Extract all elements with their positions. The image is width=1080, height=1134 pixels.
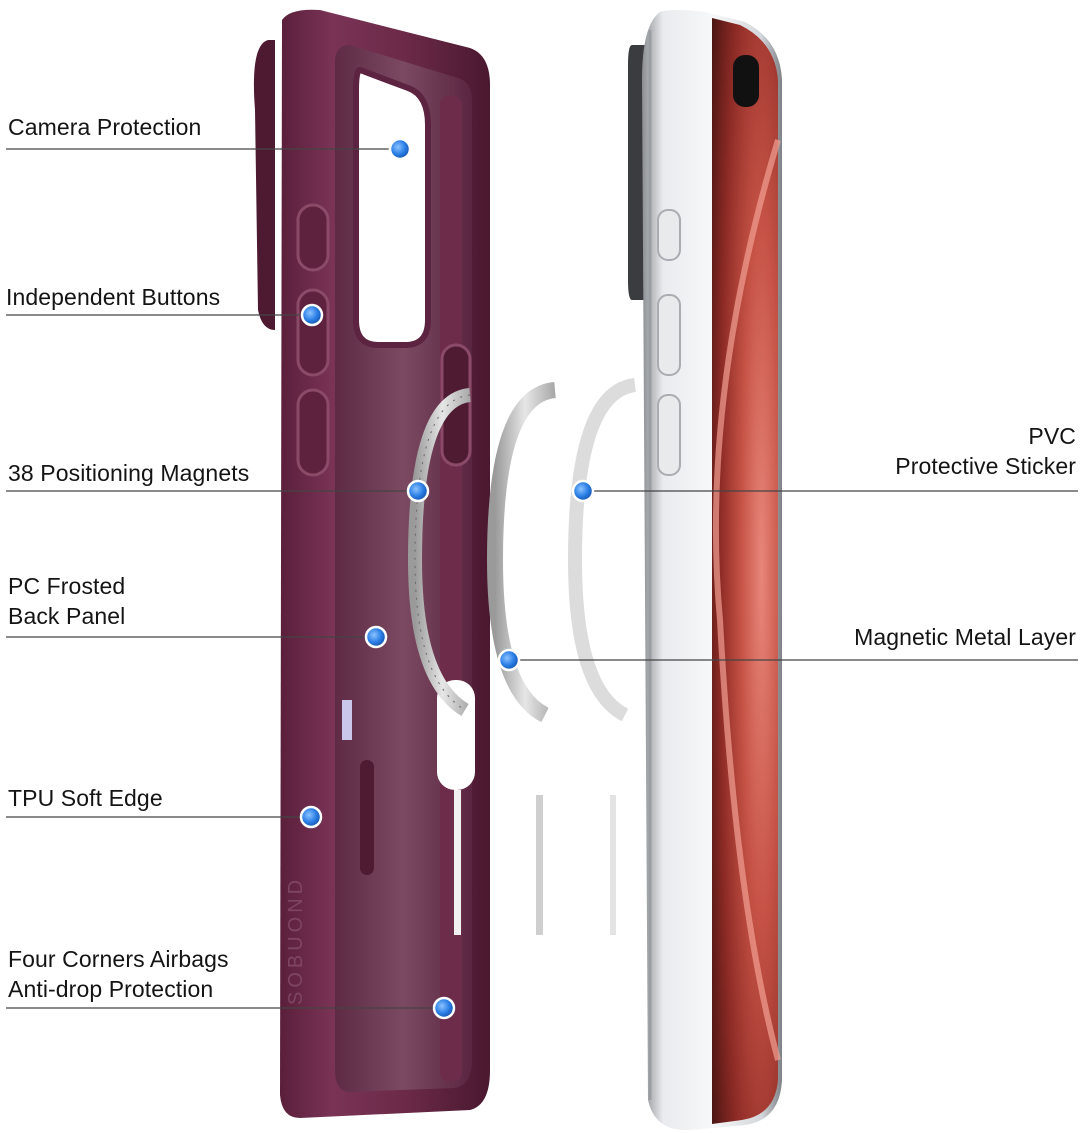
phone-case: SOBUOND — [253, 9, 490, 1119]
callout-dot — [406, 479, 430, 503]
callout-dot — [497, 648, 521, 672]
label-text-line2: Protective Sticker — [895, 453, 1076, 479]
callout-dot — [388, 137, 412, 161]
magnetic-rings — [407, 378, 637, 935]
callout-dot — [300, 303, 324, 327]
label-tpu-soft-edge: TPU Soft Edge — [8, 783, 163, 813]
callout-dot — [432, 996, 456, 1020]
label-positioning-magnets: 38 Positioning Magnets — [8, 458, 249, 488]
label-independent-buttons: Independent Buttons — [6, 282, 220, 312]
callout-dots — [299, 137, 595, 1020]
callout-dot — [571, 479, 595, 503]
label-camera-protection: Camera Protection — [8, 112, 201, 142]
label-four-corners-airbags: Four Corners Airbags Anti-drop Protectio… — [8, 944, 229, 1004]
label-pvc-protective-sticker: PVC Protective Sticker — [895, 421, 1076, 481]
label-text: Camera Protection — [8, 114, 202, 140]
case-brand-text: SOBUOND — [285, 876, 307, 1005]
phone — [628, 10, 782, 1131]
label-text-line1: Four Corners Airbags — [8, 946, 229, 972]
callout-dot — [299, 805, 323, 829]
label-pc-frosted-back-panel: PC Frosted Back Panel — [8, 571, 125, 631]
label-text-line2: Back Panel — [8, 603, 126, 629]
label-text: 38 Positioning Magnets — [8, 460, 250, 486]
label-text-line1: PC Frosted — [8, 573, 126, 599]
callout-lines — [6, 148, 1078, 1009]
label-magnetic-metal-layer: Magnetic Metal Layer — [854, 622, 1076, 652]
label-text: Independent Buttons — [6, 284, 221, 310]
label-text-line2: Anti-drop Protection — [8, 976, 214, 1002]
callout-dot — [364, 625, 388, 649]
label-text: TPU Soft Edge — [8, 785, 163, 811]
label-text: Magnetic Metal Layer — [854, 624, 1076, 650]
label-text-line1: PVC — [1028, 423, 1076, 449]
